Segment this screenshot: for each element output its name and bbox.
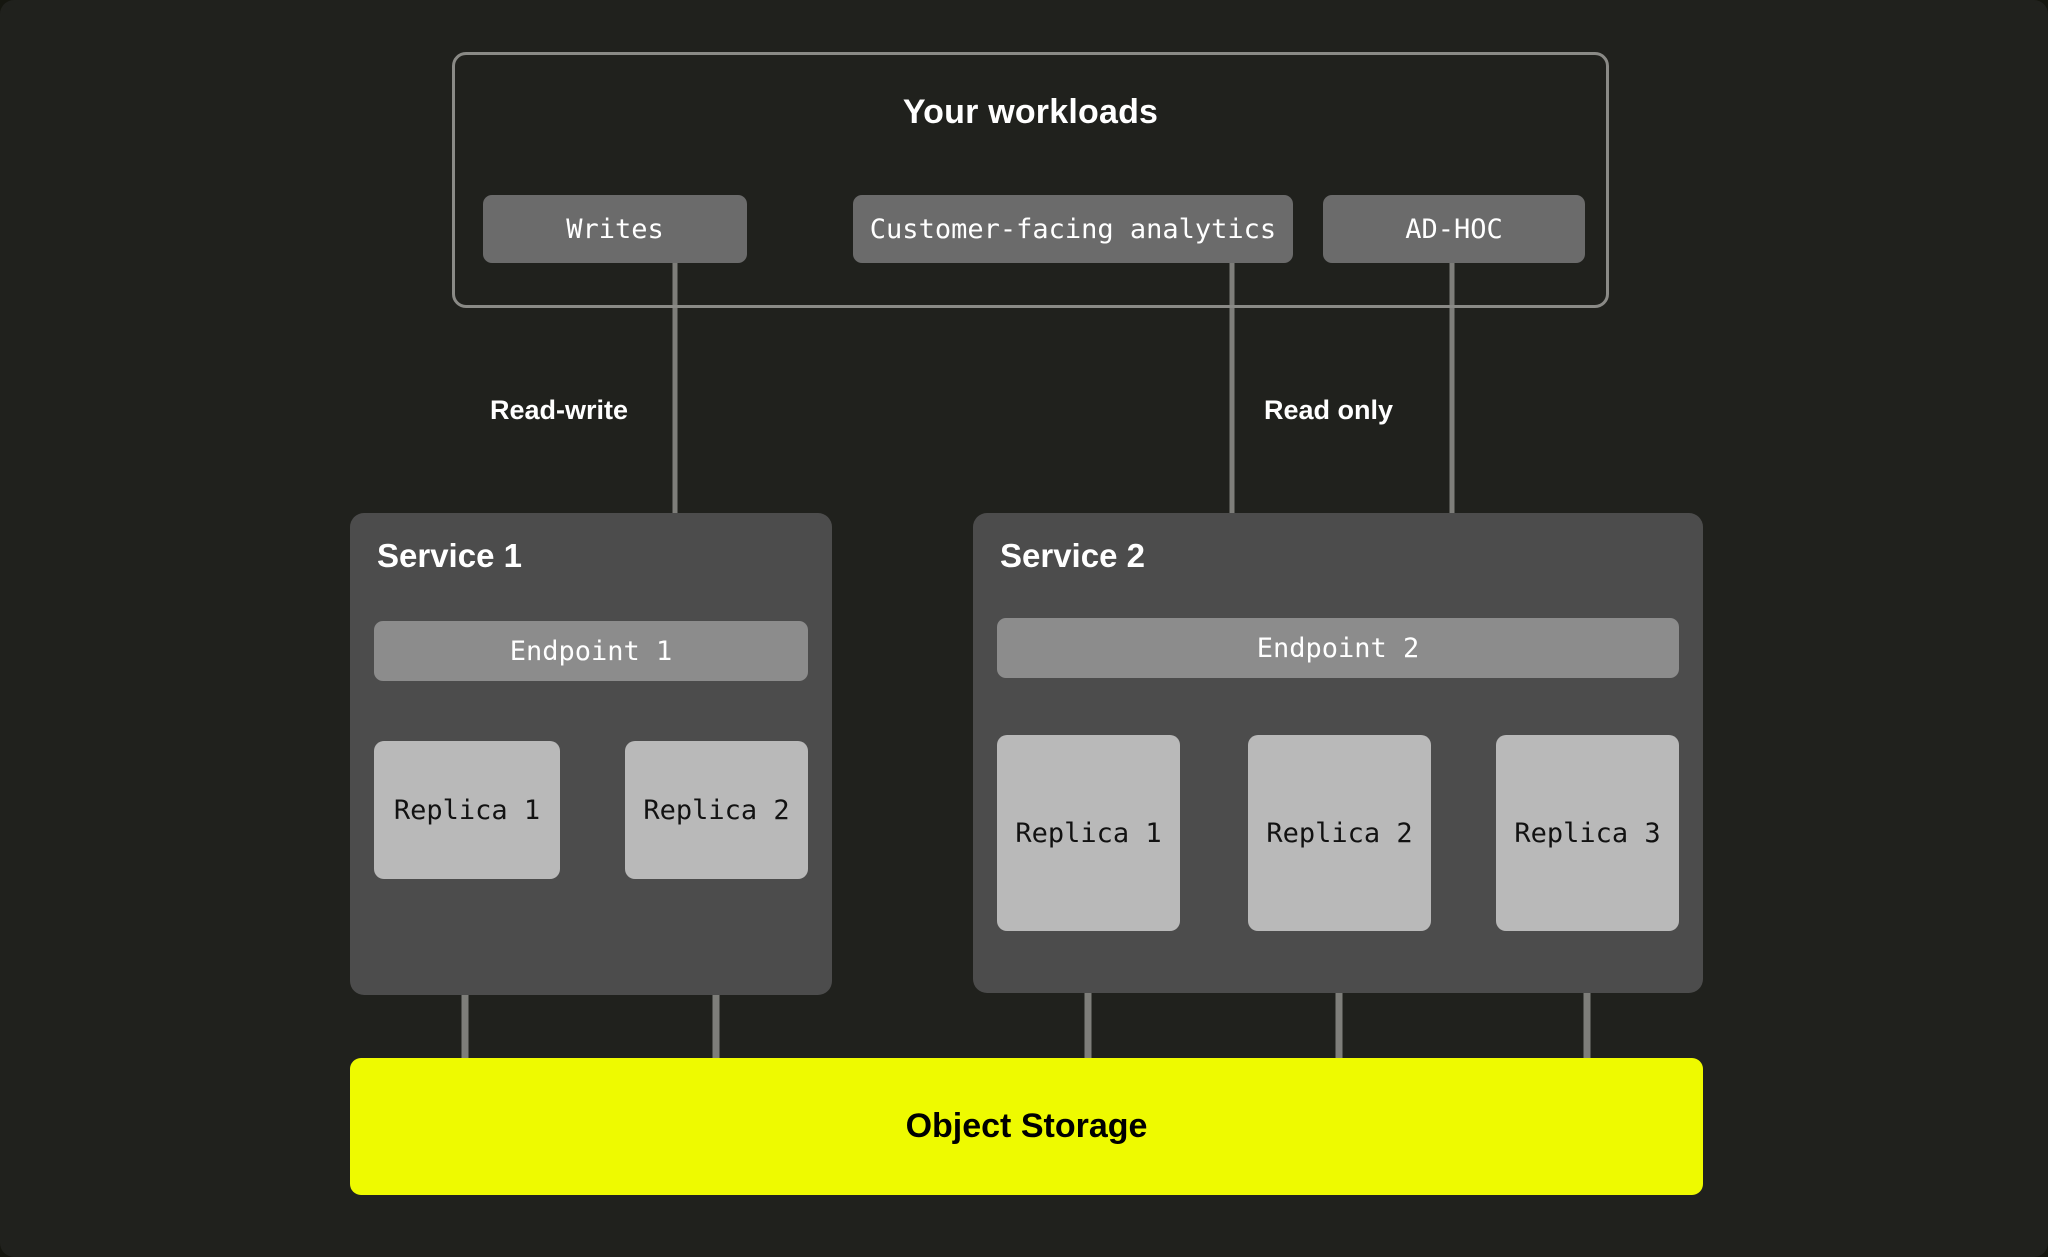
service-panel-1: Service 1 Endpoint 1 Replica 1 Replica 2	[350, 513, 832, 995]
edge-label-read-only: Read only	[1264, 395, 1394, 425]
service-1-title: Service 1	[377, 537, 522, 574]
service-2-replica-1[interactable]: Replica 1	[997, 735, 1180, 931]
service-2-title: Service 2	[1000, 537, 1145, 574]
workload-chip-writes[interactable]: Writes	[483, 195, 747, 263]
workload-chip-customer-facing-analytics[interactable]: Customer-facing analytics	[853, 195, 1293, 263]
edge-label-read-write: Read-write	[490, 395, 629, 425]
workloads-title: Your workloads	[902, 93, 1159, 131]
endpoint-2[interactable]: Endpoint 2	[997, 618, 1679, 678]
object-storage-label: Object Storage	[905, 1107, 1148, 1145]
service-1-replica-1[interactable]: Replica 1	[374, 741, 560, 879]
object-storage-bar[interactable]: Object Storage	[350, 1058, 1703, 1195]
service-2-replica-2[interactable]: Replica 2	[1248, 735, 1431, 931]
service-panel-2: Service 2 Endpoint 2 Replica 1 Replica 2…	[973, 513, 1703, 993]
endpoint-1[interactable]: Endpoint 1	[374, 621, 808, 681]
service-2-replica-3[interactable]: Replica 3	[1496, 735, 1679, 931]
service-1-replica-2[interactable]: Replica 2	[625, 741, 808, 879]
workload-chip-ad-hoc[interactable]: AD-HOC	[1323, 195, 1585, 263]
workloads-panel: Your workloads Writes Customer-facing an…	[452, 52, 1609, 308]
